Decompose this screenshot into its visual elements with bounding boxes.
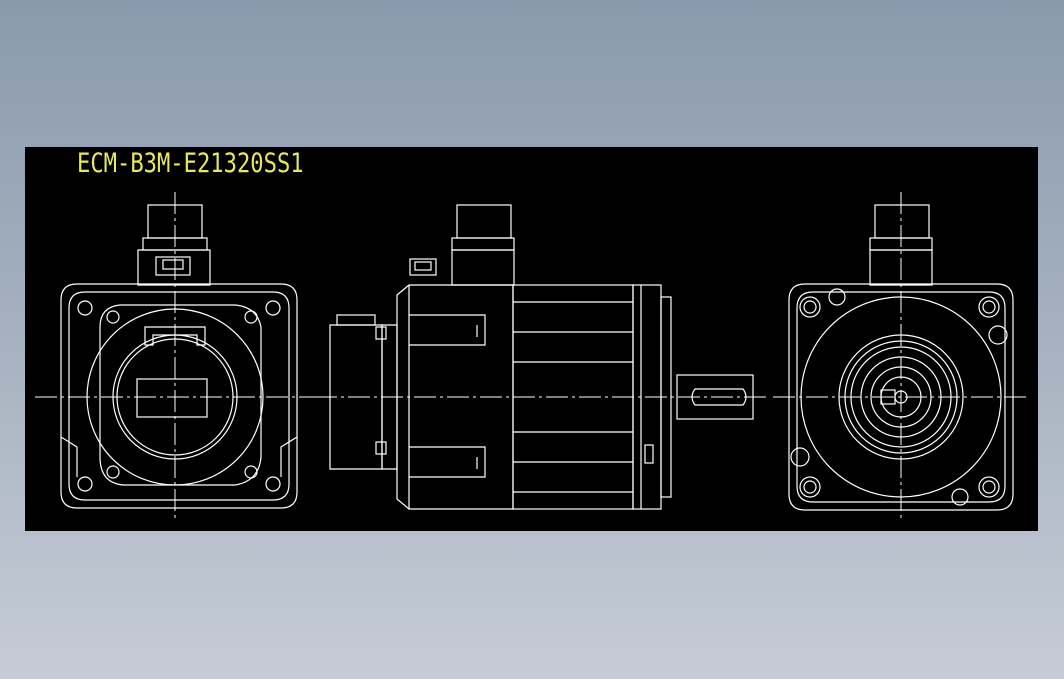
cad-drawing-canvas: ECM-B3M-E21320SS1 — [25, 147, 1038, 531]
front-flange — [60, 283, 298, 509]
rear-connector-cap — [874, 204, 930, 239]
rear-view — [773, 192, 1030, 522]
model-title: ECM-B3M-E21320SS1 — [77, 148, 304, 179]
side-view — [315, 204, 770, 510]
side-connector-cap — [456, 204, 512, 239]
front-view — [35, 192, 315, 522]
rear-flange — [788, 283, 1014, 511]
drawing-svg — [35, 192, 1030, 522]
